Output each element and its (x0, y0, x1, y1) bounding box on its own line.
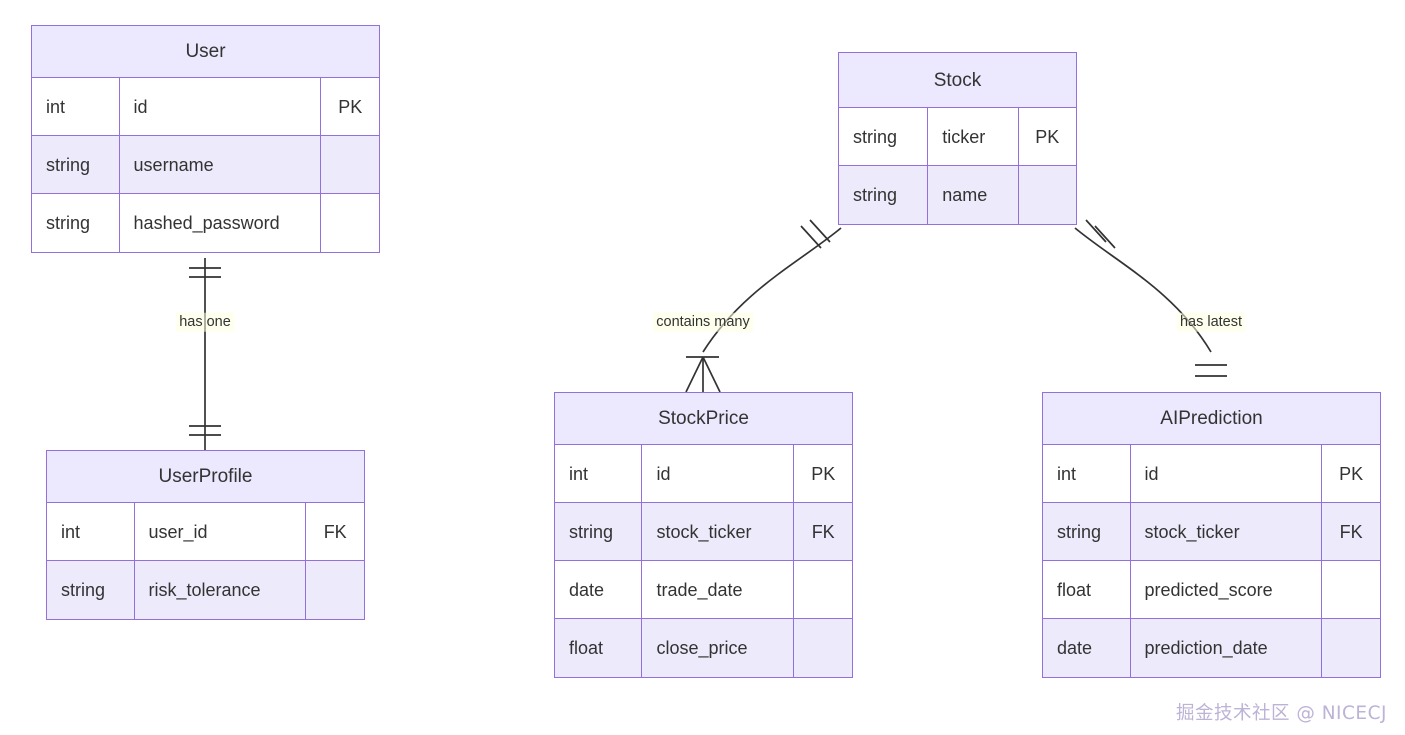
attribute-name: risk_tolerance (135, 561, 307, 619)
attribute-row: string stock_ticker FK (1043, 503, 1380, 561)
attribute-name: predicted_score (1131, 561, 1323, 618)
entity-user[interactable]: User int id PK string username string ha… (31, 25, 380, 253)
attribute-key: FK (1339, 521, 1363, 542)
attribute-key (1322, 619, 1380, 677)
marker-one-or-many-stockprice (685, 356, 721, 393)
attribute-name: ticker (928, 108, 1019, 165)
attribute-key (321, 136, 379, 193)
watermark-text: 掘金技术社区 @ NICECJ (1175, 702, 1387, 724)
attribute-row: date trade_date (555, 561, 852, 619)
attribute-name: prediction_date (1131, 619, 1323, 677)
entity-title-user: User (32, 26, 379, 78)
attribute-key (794, 619, 852, 677)
attribute-type: int (1043, 445, 1131, 502)
attribute-name: trade_date (642, 561, 795, 618)
attribute-type: date (555, 561, 643, 618)
relationship-label-has-latest: has latest (1176, 312, 1246, 332)
attribute-type: float (1043, 561, 1131, 618)
edge-line (702, 227, 842, 353)
attribute-name: close_price (642, 619, 795, 677)
attribute-row: string username (32, 136, 379, 194)
entity-aiprediction[interactable]: AIPrediction int id PK string stock_tick… (1042, 392, 1381, 678)
attribute-row: int id PK (1043, 445, 1380, 503)
entity-userprofile[interactable]: UserProfile int user_id FK string risk_t… (46, 450, 365, 620)
attribute-type: string (839, 166, 929, 224)
attribute-row: int id PK (32, 78, 379, 136)
attribute-type: string (1043, 503, 1131, 560)
attribute-name: name (928, 166, 1019, 224)
attribute-row: string stock_ticker FK (555, 503, 852, 561)
attribute-name: id (642, 445, 795, 502)
marker-exactly-one-stock-left (800, 219, 831, 249)
attribute-type: string (47, 561, 135, 619)
attribute-key: FK (323, 521, 347, 542)
relationship-label-has-one: has one (176, 312, 234, 332)
relationship-user-userprofile (189, 258, 221, 450)
marker-exactly-one-user (189, 267, 221, 278)
attribute-type: int (47, 503, 135, 560)
attribute-name: stock_ticker (642, 503, 795, 560)
entity-title-userprofile: UserProfile (47, 451, 364, 503)
attribute-key: PK (811, 463, 836, 484)
attribute-type: string (839, 108, 929, 165)
entity-stockprice[interactable]: StockPrice int id PK string stock_ticker… (554, 392, 853, 678)
attribute-type: int (32, 78, 120, 135)
attribute-name: hashed_password (120, 194, 322, 252)
attribute-row: string name (839, 166, 1076, 224)
attribute-row: string risk_tolerance (47, 561, 364, 619)
attribute-key (794, 561, 852, 618)
attribute-key (1019, 166, 1076, 224)
attribute-row: float predicted_score (1043, 561, 1380, 619)
entity-title-stock: Stock (839, 53, 1076, 108)
attribute-key: PK (1339, 463, 1364, 484)
relationship-label-contains-many: contains many (653, 312, 753, 332)
attribute-type: string (555, 503, 643, 560)
attribute-key: PK (338, 96, 363, 117)
attribute-type: float (555, 619, 643, 677)
attribute-key: FK (811, 521, 835, 542)
attribute-row: int user_id FK (47, 503, 364, 561)
attribute-type: string (32, 194, 120, 252)
attribute-type: int (555, 445, 643, 502)
attribute-key (321, 194, 379, 252)
entity-title-stockprice: StockPrice (555, 393, 852, 445)
attribute-type: date (1043, 619, 1131, 677)
attribute-row: string hashed_password (32, 194, 379, 252)
attribute-row: int id PK (555, 445, 852, 503)
attribute-name: stock_ticker (1131, 503, 1323, 560)
edge-line (1074, 227, 1212, 353)
entity-stock[interactable]: Stock string ticker PK string name (838, 52, 1077, 225)
marker-exactly-one-userprofile (189, 425, 221, 436)
marker-exactly-one-stock-right (1085, 219, 1116, 249)
attribute-row: float close_price (555, 619, 852, 677)
marker-exactly-one-aiprediction (1195, 364, 1227, 377)
attribute-name: username (120, 136, 322, 193)
attribute-name: user_id (135, 503, 307, 560)
attribute-key (306, 561, 364, 619)
attribute-row: date prediction_date (1043, 619, 1380, 677)
relationship-stock-stockprice (685, 219, 842, 393)
attribute-key: PK (1035, 126, 1060, 147)
attribute-key (1322, 561, 1380, 618)
attribute-row: string ticker PK (839, 108, 1076, 166)
attribute-name: id (1131, 445, 1323, 502)
attribute-name: id (120, 78, 322, 135)
entity-title-aiprediction: AIPrediction (1043, 393, 1380, 445)
attribute-type: string (32, 136, 120, 193)
relationship-stock-aiprediction (1074, 219, 1227, 377)
